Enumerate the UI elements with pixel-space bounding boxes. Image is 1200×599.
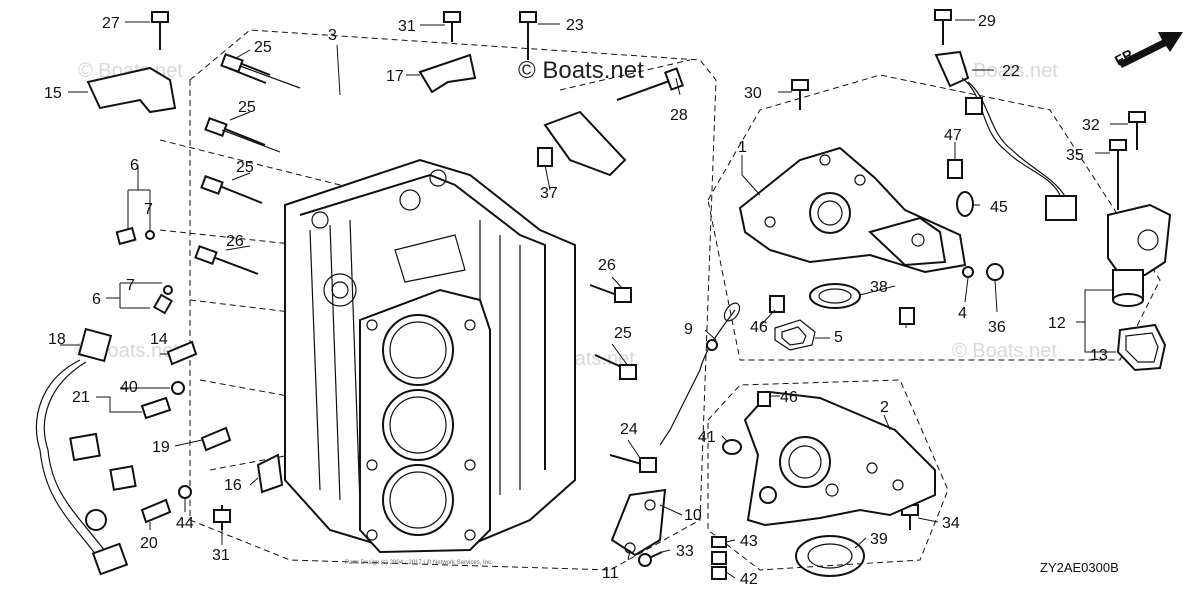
callout-10: 10: [684, 507, 702, 524]
sensor-harness-18: [35, 327, 137, 576]
lower-cover-2: [722, 390, 936, 577]
callout-42: 42: [740, 571, 758, 588]
callout-41: 41: [698, 429, 716, 446]
callout-21: 21: [72, 389, 90, 406]
callout-47: 47: [944, 127, 962, 144]
bolts: [151, 9, 1146, 567]
watermark-4: © Boats.net: [953, 60, 1058, 82]
sensors: [115, 226, 232, 524]
callout-23: 23: [566, 17, 584, 34]
callout-40: 40: [120, 379, 138, 396]
sensor-harness-22: [934, 50, 1077, 221]
callout-25-a: 25: [254, 39, 272, 56]
callout-38: 38: [870, 279, 888, 296]
callout-17: 17: [386, 68, 404, 85]
callout-26-b: 26: [598, 257, 616, 274]
callout-33: 33: [676, 543, 694, 560]
callout-6-a: 6: [130, 157, 139, 174]
callout-31-b: 31: [212, 547, 230, 564]
watermark-main: © Boats.net: [518, 57, 644, 84]
callout-4: 4: [958, 305, 967, 322]
callout-16: 16: [224, 477, 242, 494]
callout-14: 14: [150, 331, 168, 348]
callout-1: 1: [738, 139, 747, 156]
actuator-12: [1107, 203, 1172, 372]
callout-45: 45: [990, 199, 1008, 216]
callout-22: 22: [1002, 63, 1020, 80]
leader-lines: [60, 19, 1128, 579]
callout-25-b: 25: [238, 99, 256, 116]
pump-cover-1: [738, 146, 967, 274]
copyright-text: Parts Design (c) 2004 - 2017 Lift Networ…: [345, 560, 493, 566]
callout-19: 19: [152, 439, 170, 456]
callout-20: 20: [140, 535, 158, 552]
callout-26-a: 26: [226, 233, 244, 250]
callout-15: 15: [44, 85, 62, 102]
callout-5: 5: [834, 329, 843, 346]
callout-32: 32: [1082, 117, 1100, 134]
dipstick-9: [659, 302, 741, 446]
callout-24: 24: [620, 421, 638, 438]
callout-29: 29: [978, 13, 996, 30]
cover-small-parts: [769, 159, 1004, 351]
callout-31-a: 31: [398, 18, 416, 35]
bracket-10-11: [610, 488, 727, 580]
callout-30: 30: [744, 85, 762, 102]
front-arrow-icon: FR.: [1112, 32, 1183, 69]
callout-34: 34: [942, 515, 960, 532]
cylinder-block: [284, 158, 576, 554]
callout-39: 39: [870, 531, 888, 548]
front-label: FR.: [1112, 44, 1139, 69]
callout-46-a: 46: [750, 319, 768, 336]
callout-37: 37: [540, 185, 558, 202]
callout-13: 13: [1090, 347, 1108, 364]
watermark-5: © Boats.net: [952, 340, 1057, 362]
callout-43: 43: [740, 533, 758, 550]
callout-27: 27: [102, 15, 120, 32]
callout-6-b: 6: [92, 291, 101, 308]
callout-12: 12: [1048, 315, 1066, 332]
diagram-code: ZY2AE0300B: [1040, 560, 1119, 575]
callout-25-c: 25: [236, 159, 254, 176]
callout-11: 11: [602, 565, 619, 582]
callout-labels: 27 15 25 25 25 26 3 31 17 23 29 22 28 6 …: [44, 13, 1108, 588]
callout-28: 28: [670, 107, 688, 124]
callout-7-a: 7: [144, 201, 153, 218]
callout-36: 36: [988, 319, 1006, 336]
callout-46-b: 46: [780, 389, 798, 406]
brackets: [86, 53, 627, 494]
callout-44: 44: [176, 515, 194, 532]
callout-35: 35: [1066, 147, 1084, 164]
callout-7-b: 7: [126, 277, 135, 294]
callout-25-d: 25: [614, 325, 632, 342]
callout-9: 9: [684, 321, 693, 338]
callout-2: 2: [880, 399, 889, 416]
callout-3: 3: [328, 27, 337, 44]
callout-18: 18: [48, 331, 66, 348]
